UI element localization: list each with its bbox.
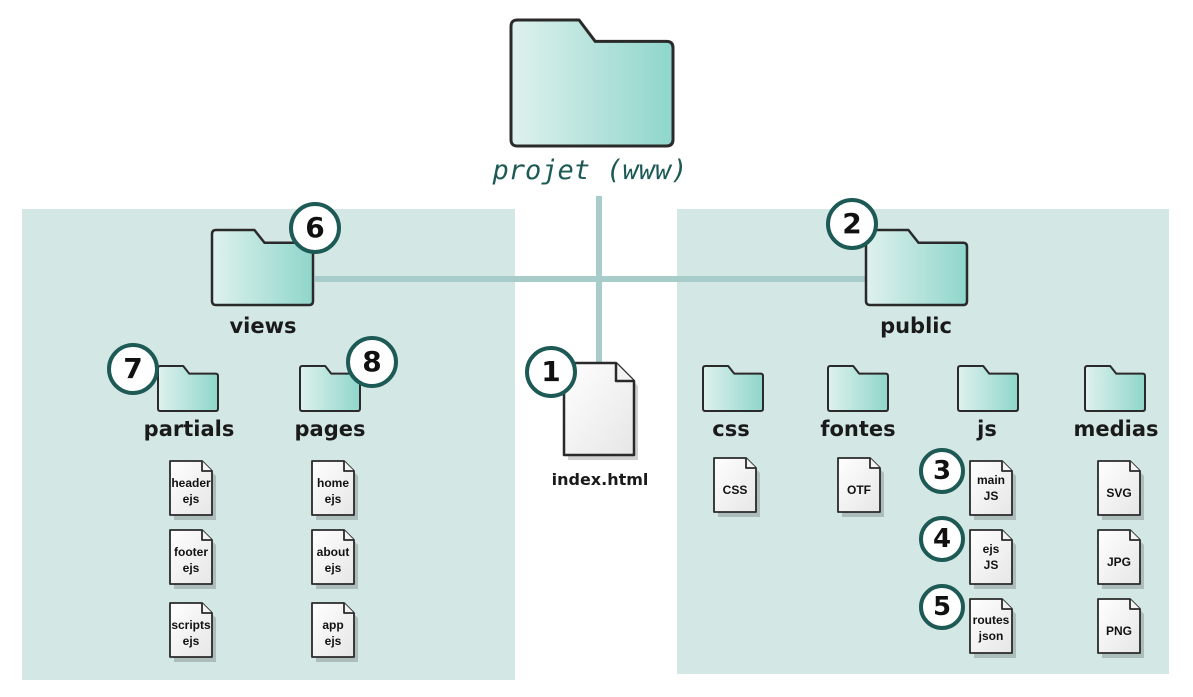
file-name: home <box>316 476 349 490</box>
badge-6: 6 <box>289 202 341 254</box>
badge-7: 7 <box>107 343 159 395</box>
js-folder-label: js <box>977 417 997 441</box>
file-icon <box>311 529 358 589</box>
folder-icon <box>157 365 219 412</box>
file-name: header <box>171 476 211 490</box>
file-icon <box>562 361 638 460</box>
file-ext: JS <box>983 558 999 572</box>
file-icon <box>969 598 1016 658</box>
jpg-file[interactable]: JPG <box>1097 529 1144 589</box>
file-icon <box>1097 460 1144 520</box>
badge-5: 5 <box>919 584 965 630</box>
badge-3: 3 <box>919 448 965 494</box>
badge-4: 4 <box>919 516 965 562</box>
folder-icon <box>864 228 969 307</box>
css-folder-label: css <box>712 417 750 441</box>
file-ext: json <box>978 629 1004 643</box>
file-icon <box>169 529 216 589</box>
file-name: ejs <box>982 542 1000 556</box>
otf-file[interactable]: OTF <box>837 457 884 517</box>
folder-icon <box>702 365 764 412</box>
badge-2: 2 <box>826 198 878 250</box>
file-ext: JS <box>983 489 999 503</box>
file-name: footer <box>174 545 208 559</box>
medias-folder[interactable] <box>1084 365 1146 412</box>
footer-ejs-file[interactable]: footer ejs <box>169 529 216 589</box>
css-file[interactable]: CSS <box>713 457 760 517</box>
root-folder[interactable] <box>509 18 675 148</box>
file-icon <box>169 460 216 520</box>
folder-icon <box>957 365 1019 412</box>
file-icon <box>1097 529 1144 589</box>
partials-folder[interactable] <box>157 365 219 412</box>
svg-file[interactable]: SVG <box>1097 460 1144 520</box>
file-ext: ejs <box>324 492 342 506</box>
medias-folder-label: medias <box>1073 417 1159 441</box>
views-folder-label: views <box>229 314 297 338</box>
badge-1: 1 <box>525 346 577 398</box>
file-icon <box>311 460 358 520</box>
file-name: main <box>976 473 1005 487</box>
fontes-folder-label: fontes <box>820 417 896 441</box>
file-name: PNG <box>1105 624 1132 638</box>
file-icon <box>713 457 760 517</box>
file-icon <box>311 602 358 662</box>
folder-icon <box>509 18 675 148</box>
file-name: routes <box>972 613 1010 627</box>
scripts-ejs-file[interactable]: scripts ejs <box>169 602 216 662</box>
file-name: SVG <box>1106 486 1132 500</box>
index-html-file[interactable] <box>562 361 638 460</box>
file-name: scripts <box>171 618 211 632</box>
file-ext: ejs <box>324 561 342 575</box>
css-folder[interactable] <box>702 365 764 412</box>
app-ejs-file[interactable]: app ejs <box>311 602 358 662</box>
file-name: about <box>316 545 350 559</box>
file-name: CSS <box>722 483 748 497</box>
file-icon <box>837 457 884 517</box>
file-icon <box>969 460 1016 520</box>
file-ext: ejs <box>182 561 200 575</box>
folder-icon <box>1084 365 1146 412</box>
file-name: JPG <box>1106 555 1131 569</box>
public-folder-label: public <box>880 314 952 338</box>
badge-8: 8 <box>346 336 398 388</box>
folder-icon <box>827 365 889 412</box>
branch-connector-line <box>315 276 867 282</box>
file-icon <box>969 529 1016 589</box>
file-name: app <box>322 618 344 632</box>
file-name: OTF <box>847 483 871 497</box>
about-ejs-file[interactable]: about ejs <box>311 529 358 589</box>
png-file[interactable]: PNG <box>1097 598 1144 658</box>
routes-json-file[interactable]: routes json <box>969 598 1016 658</box>
file-icon <box>169 602 216 662</box>
pages-folder-label: pages <box>294 417 366 441</box>
ejs-js-file[interactable]: ejs JS <box>969 529 1016 589</box>
public-folder[interactable] <box>864 228 969 307</box>
file-ext: ejs <box>182 492 200 506</box>
fontes-folder[interactable] <box>827 365 889 412</box>
main-js-file[interactable]: main JS <box>969 460 1016 520</box>
file-ext: ejs <box>324 634 342 648</box>
index-html-label: index.html <box>551 470 649 489</box>
home-ejs-file[interactable]: home ejs <box>311 460 358 520</box>
file-icon <box>1097 598 1144 658</box>
root-folder-label: projet (www) <box>492 155 688 186</box>
partials-folder-label: partials <box>143 417 235 441</box>
file-ext: ejs <box>182 634 200 648</box>
js-folder[interactable] <box>957 365 1019 412</box>
header-ejs-file[interactable]: header ejs <box>169 460 216 520</box>
